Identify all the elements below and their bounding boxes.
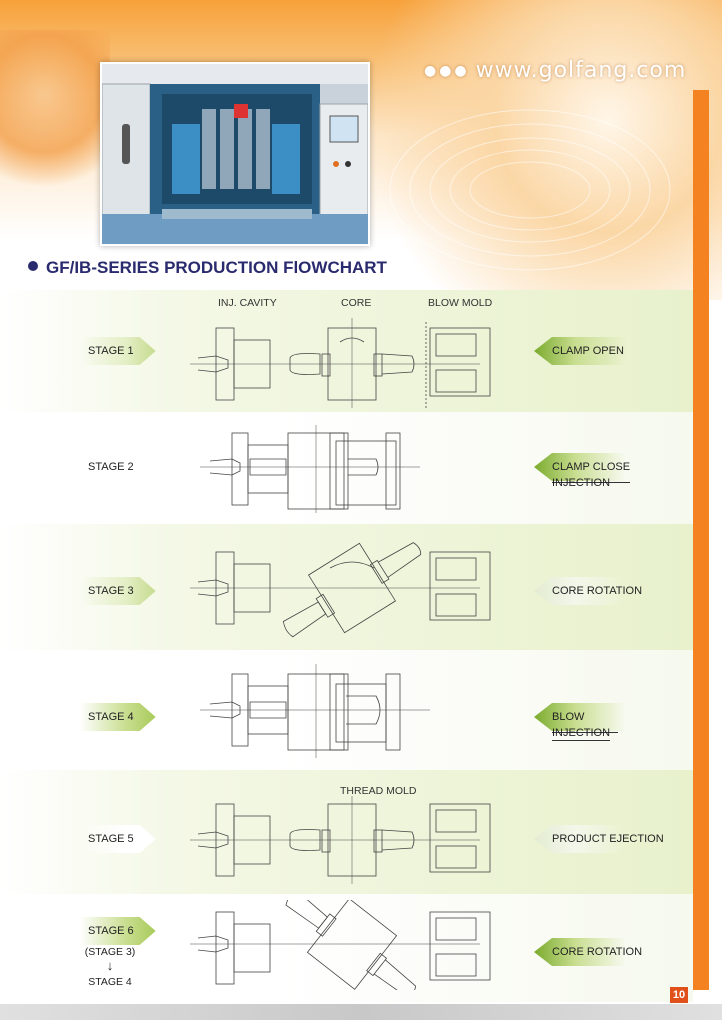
stage-4-label: STAGE 4 — [80, 703, 156, 731]
stage-6-action-text: CORE ROTATION — [552, 946, 643, 958]
stage-6-sequence-line2: STAGE 4 — [88, 976, 132, 988]
stage-2-label: STAGE 2 — [80, 453, 156, 481]
footer-bar — [0, 1004, 722, 1020]
column-blow-mold: BLOW MOLD — [428, 297, 493, 309]
stage-4-diagram — [180, 662, 510, 762]
column-thread-mold: THREAD MOLD — [340, 785, 417, 797]
machine-photo — [100, 62, 370, 246]
stage-3-diagram — [180, 538, 510, 638]
stage-6-label: STAGE 6 — [80, 917, 156, 945]
bullet-icon — [28, 261, 38, 271]
stage-5-action: PRODUCT EJECTION — [534, 825, 664, 853]
page-title-text: GF/IB-SERIES PRODUCTION FlOWCHART — [46, 258, 387, 277]
url-dots-icon: ●●● — [424, 63, 470, 79]
stage-3-action-text: CORE ROTATION — [552, 585, 643, 597]
page-title: GF/IB-SERIES PRODUCTION FlOWCHART — [28, 258, 387, 278]
stage-4-action-text-2: INJECTION — [552, 727, 611, 741]
stage-1-diagram — [180, 312, 510, 412]
stage-5-diagram — [180, 796, 510, 886]
column-inj-cavity: INJ. CAVITY — [218, 297, 277, 309]
stage-2-action: CLAMP CLOSE INJECTION — [534, 453, 631, 489]
stage-3-label: STAGE 3 — [80, 577, 156, 605]
website-url[interactable]: ●●● www.golfang.com — [424, 58, 686, 83]
header-gear-decoration — [0, 30, 110, 190]
stage-1-action-text: CLAMP OPEN — [552, 345, 624, 357]
column-core: CORE — [341, 297, 372, 309]
left-arrow-icon — [534, 453, 626, 481]
machine-photo-illustration — [102, 64, 368, 244]
left-arrow-icon — [534, 703, 626, 731]
left-arrow-icon — [534, 938, 626, 966]
left-arrow-icon — [534, 337, 626, 365]
stage-6-action: CORE ROTATION — [534, 938, 642, 966]
stage-5-label: STAGE 5 — [80, 825, 156, 853]
stage-5-action-text: PRODUCT EJECTION — [552, 833, 664, 845]
stage-6-sequence: (STAGE 3) ↓ STAGE 4 — [83, 946, 137, 988]
stage-2-action-text: CLAMP CLOSE — [552, 453, 631, 483]
stage-2-diagram — [180, 425, 510, 515]
right-edge-bar — [693, 90, 709, 990]
stage-1-label: STAGE 1 — [80, 337, 156, 365]
header-swirl-decoration — [389, 109, 671, 271]
stage-3-action: CORE ROTATION — [534, 577, 642, 605]
stage-2-action-text-2: INJECTION — [552, 477, 611, 489]
stage-6-sequence-line1: (STAGE 3) — [84, 946, 136, 958]
page-number: 10 — [670, 987, 688, 1003]
stage-4-action-text: BLOW — [552, 703, 619, 733]
left-arrow-icon — [534, 825, 626, 853]
stage-1-action: CLAMP OPEN — [534, 337, 626, 365]
left-arrow-icon — [534, 577, 626, 605]
url-text: www.golfang.com — [475, 58, 687, 83]
stage-4-action: BLOW INJECTION — [534, 703, 626, 741]
down-arrow-icon: ↓ — [106, 958, 114, 973]
stage-6-diagram — [180, 900, 510, 990]
